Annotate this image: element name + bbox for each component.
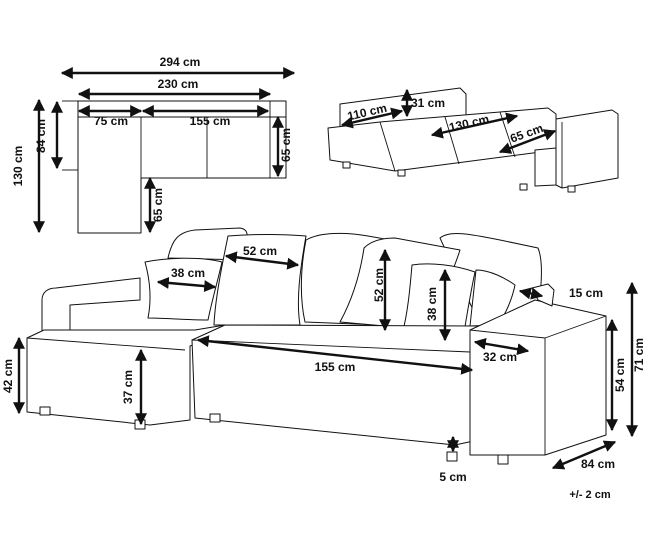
dim-small-cushion-width: 38 cm [171, 266, 205, 280]
main-view-dimensions [13, 248, 638, 470]
dim-seat-depth-right: 65 cm [279, 128, 293, 162]
top-view-dimensions [33, 67, 296, 234]
dim-armrest-top: 15 cm [569, 286, 603, 300]
dim-total-height: 71 cm [632, 338, 646, 372]
dim-seat-height: 37 cm [121, 370, 135, 404]
dim-back-height: 31 cm [411, 96, 445, 110]
dim-back-depth: 84 cm [34, 119, 48, 153]
dim-main-width: 155 cm [190, 114, 231, 128]
tolerance-note: +/- 2 cm [569, 489, 610, 501]
left-armrest [41, 277, 141, 336]
dim-small-cushion-height: 38 cm [425, 287, 439, 321]
dim-back-cushion-height: 52 cm [372, 268, 386, 302]
dim-sofa-width: 230 cm [158, 77, 199, 91]
dim-depth: 84 cm [581, 457, 615, 471]
dim-chaise-width: 75 cm [94, 114, 128, 128]
dim-chaise-height: 42 cm [1, 359, 15, 393]
top-view-plan [62, 100, 287, 234]
dim-leg-height: 5 cm [439, 470, 466, 484]
dim-seat-width: 155 cm [315, 360, 356, 374]
bed-view-dimensions [340, 88, 557, 154]
dim-armrest-width: 32 cm [483, 350, 517, 364]
dim-total-width: 294 cm [160, 55, 201, 69]
dim-chaise-length: 130 cm [11, 146, 25, 187]
dim-chaise-depth: 65 cm [151, 188, 165, 222]
dim-arm-height: 54 cm [613, 358, 627, 392]
main-sofa-view [26, 227, 607, 465]
dim-back-cushion-width: 52 cm [243, 244, 277, 258]
